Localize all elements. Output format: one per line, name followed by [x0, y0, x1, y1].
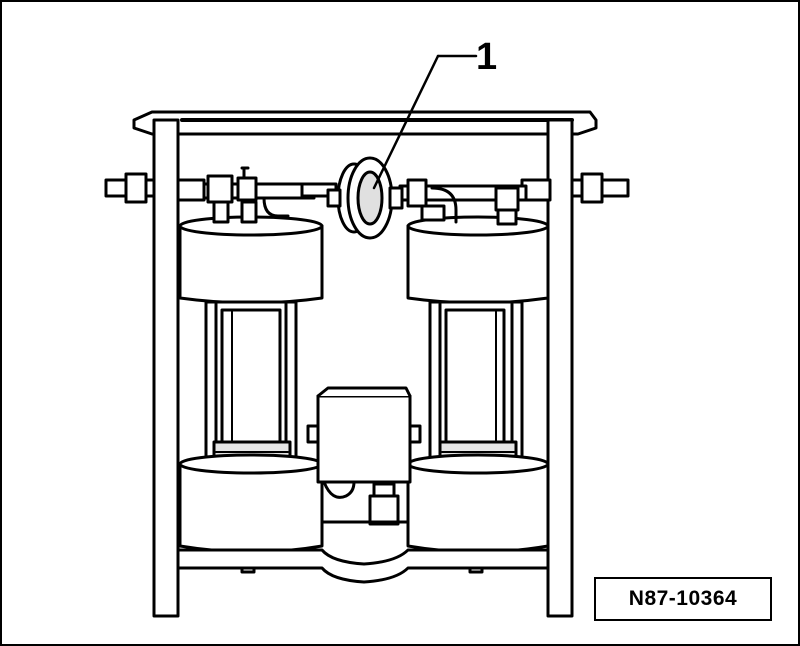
top-crossbar	[132, 110, 598, 136]
inline-filter-item-1	[326, 156, 404, 240]
right-pipe-connection	[520, 172, 630, 204]
callout-label: 1	[476, 36, 498, 78]
left-filter-housing	[178, 215, 324, 574]
right-frame-post	[546, 118, 574, 618]
callout-leader-line	[372, 54, 478, 190]
right-filter-housing	[406, 215, 550, 574]
figure-reference-box: N87-10364	[594, 577, 772, 621]
bottom-base-plate	[176, 548, 550, 584]
left-frame-post	[152, 118, 180, 618]
junction-box	[306, 386, 422, 526]
left-pipe-connection	[104, 172, 206, 204]
